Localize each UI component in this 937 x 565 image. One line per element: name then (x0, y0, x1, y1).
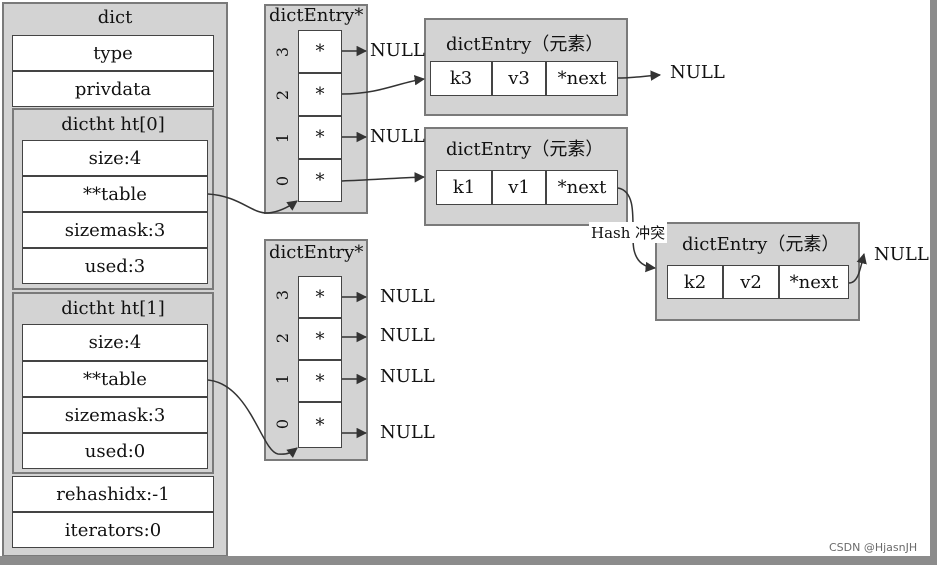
entry-k2-key: k2 (667, 265, 723, 299)
dict-title: dict (97, 7, 133, 28)
entry-k2-next: *next (779, 265, 849, 299)
entry-k3-key: k3 (430, 61, 492, 96)
ht1-title: dictht ht[1] (61, 298, 165, 319)
table0-slot-1: * (298, 116, 342, 159)
entry-k2-title: dictEntry（元素） (682, 234, 840, 255)
arrow-ht0-table0 (207, 193, 298, 214)
entry-k3-title: dictEntry（元素） (446, 34, 604, 55)
dict-type-field: type (12, 35, 214, 71)
hash-collision-label: Hash 冲突 (589, 222, 668, 243)
entry-k1-title: dictEntry（元素） (446, 139, 604, 160)
frame-right-edge (930, 0, 937, 565)
ht1-used-field: used:0 (22, 433, 208, 469)
ht0-sizemask-field: sizemask:3 (22, 212, 208, 248)
ht1-table-field: **table (22, 361, 208, 397)
null-t1s2: NULL (380, 325, 435, 346)
arrow-k3-next-null (617, 70, 662, 81)
entry-k1-next: *next (546, 170, 618, 205)
entry-k1-key: k1 (436, 170, 492, 205)
dict-rehashidx-field: rehashidx:-1 (12, 476, 214, 512)
entry-k1-value: v1 (492, 170, 546, 205)
arrow-k2-next-null (848, 252, 867, 284)
arrow-t0s2-k3 (341, 74, 426, 95)
table0-header: dictEntry* (269, 5, 364, 26)
dict-privdata-field: privdata (12, 71, 214, 107)
ht1-sizemask-field: sizemask:3 (22, 397, 208, 433)
entry-k3-next: *next (546, 61, 618, 96)
null-t0s3: NULL (370, 40, 425, 61)
arrow-k1-next-k2 (617, 187, 657, 273)
entry-k3-value: v3 (492, 61, 546, 96)
table1-slot-1: * (298, 360, 342, 402)
ht0-title: dictht ht[0] (61, 114, 165, 135)
table0-slot-3: * (298, 30, 342, 73)
dict-iterators-field: iterators:0 (12, 512, 214, 548)
table1-slot-0: * (298, 402, 342, 448)
null-t1s1: NULL (380, 366, 435, 387)
table1-slot-3: * (298, 276, 342, 318)
ht0-table-field: **table (22, 176, 208, 212)
watermark: CSDN @HjasnJH (829, 541, 918, 554)
ht1-size-field: size:4 (22, 324, 208, 361)
table0-slot-2: * (298, 73, 342, 116)
table0-slot-0: * (298, 159, 342, 202)
table1-header: dictEntry* (269, 242, 364, 263)
ht0-used-field: used:3 (22, 248, 208, 284)
ht0-size-field: size:4 (22, 140, 208, 176)
frame-bottom-edge (0, 556, 937, 565)
null-t1s0: NULL (380, 422, 435, 443)
null-k3-next: NULL (670, 62, 725, 83)
null-t1s3: NULL (380, 286, 435, 307)
entry-k2-value: v2 (723, 265, 779, 299)
null-k2-next: NULL (874, 244, 929, 265)
arrow-t0s0-k1 (341, 172, 426, 183)
table1-slot-2: * (298, 318, 342, 360)
arrow-ht1-table1 (207, 379, 298, 459)
null-t0s1: NULL (370, 126, 425, 147)
